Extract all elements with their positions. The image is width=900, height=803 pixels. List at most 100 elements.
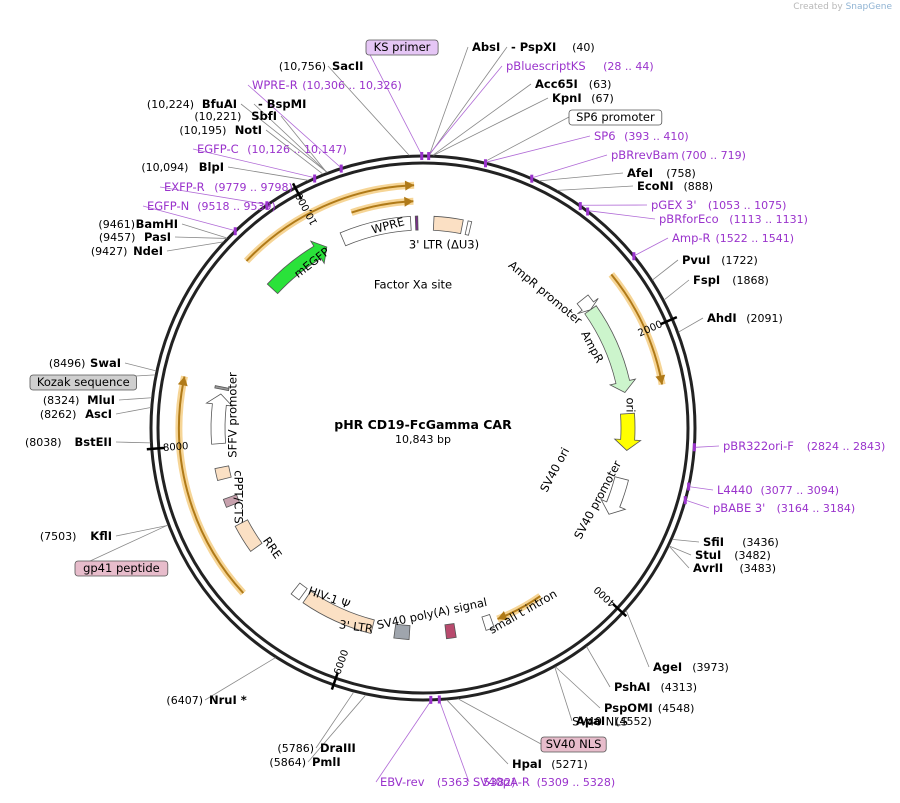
site-label-amp-r-13[interactable]: Amp-R(1522 .. 1541) [672,231,794,245]
tick-label-3: 8000 [163,441,189,454]
site-label-asci-37[interactable]: AscI(8262) [40,407,112,421]
orf-layer [175,180,666,623]
label-name-0: KS primer [374,40,431,54]
tick-mark-3 [146,446,165,451]
label-num-15: (1868) [732,274,769,287]
site-label-wpre-r-52[interactable]: WPRE-R(10,306 .. 10,326) [252,78,402,92]
label-name-40: SwaI [90,356,121,370]
site-label-pshai-24[interactable]: PshAI(4313) [614,680,697,694]
site-label-sp6-7[interactable]: SP6(393 .. 410) [594,129,689,143]
site-label-hpai-28[interactable]: HpaI(5271) [512,757,588,771]
site-label-bspmi-51[interactable]: - BspMI [258,97,306,111]
site-label-acc65i-4[interactable]: Acc65I(63) [535,77,611,91]
orf-arc-2 [610,273,664,385]
feature-megfp [266,240,328,295]
site-label-bfuai-50[interactable]: BfuAI(10,224) [147,97,237,111]
label-name-44: EGFP-N [147,199,189,213]
site-label-sacii-53[interactable]: SacII(10,756) [279,59,364,73]
label-num-30: (5363 .. 5382) [437,776,516,789]
site-label-pbr322ori-f-17[interactable]: pBR322ori-F(2824 .. 2843) [723,439,885,453]
feature-sv40-promoter [600,476,629,515]
site-label-draiii-31[interactable]: DraIII(5786) [277,741,355,755]
site-label-avrii-22[interactable]: AvrII(3483) [693,561,776,575]
site-label-ahdi-16[interactable]: AhdI(2091) [707,311,783,325]
primer-mark-52 [339,164,343,173]
site-label-ks-primer-0[interactable]: KS primer [365,39,439,56]
site-label-noti-48[interactable]: NotI(10,195) [179,123,262,137]
site-label-kozak-sequence-39[interactable]: Kozak sequence [29,374,137,391]
site-label-pgex-3-11[interactable]: pGEX 3'(1053 .. 1075) [651,198,786,212]
label-name-43: BamHI [136,217,178,231]
primer-mark-29 [437,695,441,704]
site-label-pasi-42[interactable]: PasI(9457) [99,230,171,244]
site-label-swai-40[interactable]: SwaI(8496) [49,356,121,370]
label-num-10: (888) [684,180,714,193]
site-label-absi-1[interactable]: AbsI [472,40,500,54]
leader-line-31 [315,691,355,749]
site-label-bsteii-36[interactable]: BstEII(8038) [25,435,112,449]
leader-line-17 [695,445,720,448]
label-num-38: (8324) [43,394,80,407]
feature-label-sv40-ori: SV40 ori [537,445,572,494]
site-label-exfp-r-45[interactable]: EXFP-R(9779 .. 9798) [164,180,293,194]
leader-line-25 [555,666,601,709]
site-label-pvui-14[interactable]: PvuI(1722) [682,253,758,267]
label-name-45: EXFP-R [164,180,205,194]
site-label-egfp-n-44[interactable]: EGFP-N(9518 .. 9539) [147,199,276,213]
site-label-sbfi-49[interactable]: SbfI(10,221) [194,109,277,123]
label-name-10: EcoNI [637,179,673,193]
site-label-agei-23[interactable]: AgeI(3973) [653,660,729,674]
site-label-stui-21[interactable]: StuI(3482) [695,548,771,562]
site-label-sv40-nls-27[interactable]: SV40 NLS [540,736,607,753]
leader-line-22 [668,545,690,569]
site-label-blpi-46[interactable]: BlpI(10,094) [141,160,224,174]
label-num-21: (3482) [734,549,771,562]
label-name-42: PasI [144,230,171,244]
site-label-ndei-41[interactable]: NdeI(9427) [91,244,163,258]
site-label-sfii-20[interactable]: SfiI(3436) [703,535,779,549]
site-label-pspomi-25[interactable]: PspOMI(4548) [604,701,694,715]
leader-line-16 [678,317,704,333]
feature-label-ori: ori [624,398,638,413]
label-name-8: pBRrevBam [611,148,679,162]
backbone-inner-strand [156,161,690,695]
site-label-kpni-5[interactable]: KpnI(67) [552,91,614,105]
site-label-pspxi-2[interactable]: - PspXI(40) [511,40,595,54]
feature-sffv-promoter [205,393,234,445]
leader-line-32 [307,694,367,763]
site-label-fspi-15[interactable]: FspI (1868) [693,273,769,287]
leader-line-44 [142,205,235,231]
site-label-ebv-rev-30[interactable]: EBV-rev(5363 .. 5382) [380,775,515,789]
site-label-pbrforeco-12[interactable]: pBRforEco(1113 .. 1131) [659,212,808,226]
label-name-15: FspI [693,273,720,287]
site-label-pbabe-3-19[interactable]: pBABE 3'(3164 .. 3184) [713,501,855,515]
site-label-pbluescriptks-3[interactable]: pBluescriptKS(28 .. 44) [506,59,654,73]
site-label-gp41-peptide-34[interactable]: gp41 peptide [74,560,169,577]
snapgene-credit: Created by SnapGene [793,2,892,12]
label-name-47: EGFP-C [197,142,239,156]
site-label-mlui-38[interactable]: MluI(8324) [43,393,115,407]
label-name-22: AvrII [693,561,723,575]
leader-line-7 [485,135,591,163]
orf-arrowhead-0 [404,180,415,191]
label-num-32: (5864) [269,756,306,769]
site-label-sp6-promoter-6[interactable]: SP6 promoter [568,109,663,126]
site-label-sv40pa-r-29[interactable]: SV40pA-R(5309 .. 5328) [473,775,615,789]
site-label-nrui-33[interactable]: NruI *(6407) [166,693,246,707]
feature-label-3-ltr-u3: 3' LTR (ΔU3) [409,238,479,252]
label-name-35: KflI [90,529,112,543]
site-label-egfp-c-47[interactable]: EGFP-C(10,126 .. 10,147) [197,142,347,156]
site-label-afei-9[interactable]: AfeI(758) [627,166,696,180]
site-label-bamhi-43[interactable]: BamHI(9461) [98,217,178,231]
orf-arc-0 [245,184,415,262]
site-label-layer: KS primer AbsI - PspXI(40) pBluescriptKS(28… [25,39,885,789]
primer-mark-11 [578,202,582,211]
label-name-29: SV40pA-R [473,775,530,789]
site-label-pbrrevbam-8[interactable]: pBRrevBam(700 .. 719) [611,148,746,162]
site-label-pmli-32[interactable]: PmlI(5864) [269,755,340,769]
site-label-kfli-35[interactable]: KflI(7503) [40,529,112,543]
site-label-econi-10[interactable]: EcoNI (888) [637,179,713,193]
site-label-l4440-18[interactable]: L4440(3077 .. 3094) [717,483,839,497]
site-label-apai-26[interactable]: ApaI(4552) [576,714,652,728]
label-num-46: (10,094) [141,161,188,174]
